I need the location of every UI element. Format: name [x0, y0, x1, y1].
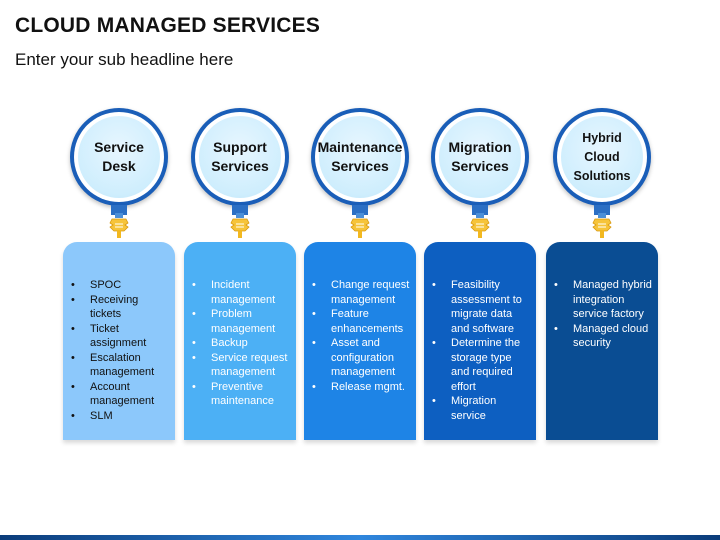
service-panel: Incident managementProblem managementBac… [184, 242, 296, 440]
plug-connector-icon [592, 218, 612, 232]
plug-connector-icon [350, 218, 370, 232]
page-title: CLOUD MANAGED SERVICES [15, 14, 321, 37]
connector-wire [238, 230, 242, 238]
service-list-item: Managed hybrid integration service facto… [554, 278, 654, 322]
service-panel: SPOCReceiving ticketsTicket assignmentEs… [63, 242, 175, 440]
service-list-item: Account management [71, 380, 171, 409]
service-list-item: Problem management [192, 307, 292, 336]
service-panel: Change request managementFeature enhance… [304, 242, 416, 440]
connector-stem [594, 205, 610, 215]
service-list: Change request managementFeature enhance… [312, 278, 412, 394]
service-list-item: Backup [192, 336, 292, 351]
service-list-item: SPOC [71, 278, 171, 293]
page-subtitle: Enter your sub headline here [15, 50, 234, 69]
connector-wire [478, 230, 482, 238]
service-list-item: Asset and configuration management [312, 336, 412, 380]
service-list-item: Release mgmt. [312, 380, 412, 395]
service-list-item: Preventive maintenance [192, 380, 292, 409]
service-column: MigrationServicesFeasibility assessment … [424, 108, 536, 443]
bottom-accent-bar [0, 535, 720, 540]
plug-connector-icon [470, 218, 490, 232]
service-list-item: Determine the storage type and required … [432, 336, 532, 394]
service-list-item: Incident management [192, 278, 292, 307]
service-column: MaintenanceServicesChange request manage… [304, 108, 416, 443]
connector-stem [472, 205, 488, 215]
service-list-item: Ticket assignment [71, 322, 171, 351]
service-list-item: Feature enhancements [312, 307, 412, 336]
connector-stem [232, 205, 248, 215]
service-list-item: Service request management [192, 351, 292, 380]
connector-wire [117, 230, 121, 238]
service-list: Incident managementProblem managementBac… [192, 278, 292, 409]
connector-stem [111, 205, 127, 215]
connector-neck [598, 213, 606, 218]
service-list: Managed hybrid integration service facto… [554, 278, 654, 351]
connector-neck [236, 213, 244, 218]
connector-stem [352, 205, 368, 215]
service-column: SupportServicesIncident managementProble… [184, 108, 296, 443]
service-list: SPOCReceiving ticketsTicket assignmentEs… [71, 278, 171, 423]
service-list-item: Change request management [312, 278, 412, 307]
service-list-item: Feasibility assessment to migrate data a… [432, 278, 532, 336]
connector-neck [356, 213, 364, 218]
service-list-item: Migration service [432, 394, 532, 423]
connector-wire [600, 230, 604, 238]
service-panel: Managed hybrid integration service facto… [546, 242, 658, 440]
service-panel: Feasibility assessment to migrate data a… [424, 242, 536, 440]
service-column: ServiceDeskSPOCReceiving ticketsTicket a… [63, 108, 175, 443]
service-list-item: SLM [71, 409, 171, 424]
connector-wire [358, 230, 362, 238]
service-column: HybridCloudSolutionsManaged hybrid integ… [546, 108, 658, 443]
service-list-item: Escalation management [71, 351, 171, 380]
service-list-item: Receiving tickets [71, 293, 171, 322]
service-list: Feasibility assessment to migrate data a… [432, 278, 532, 423]
connector-neck [115, 213, 123, 218]
plug-connector-icon [230, 218, 250, 232]
connector-neck [476, 213, 484, 218]
service-list-item: Managed cloud security [554, 322, 654, 351]
plug-connector-icon [109, 218, 129, 232]
